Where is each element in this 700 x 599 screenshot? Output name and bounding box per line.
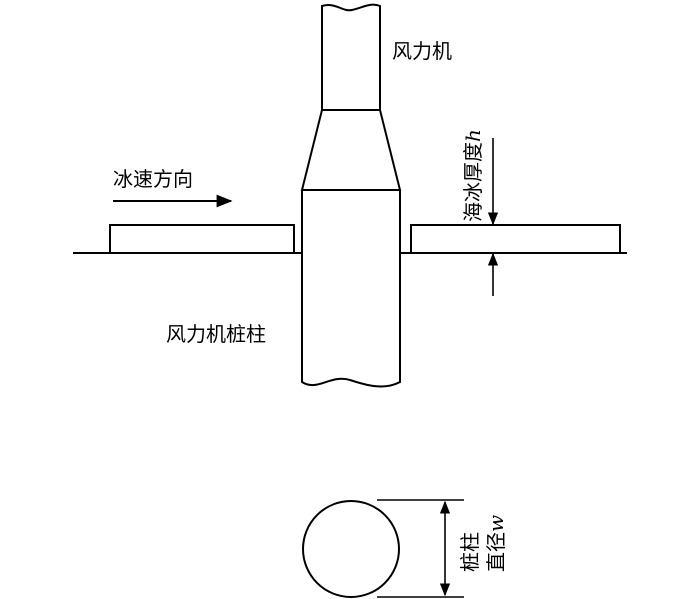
turbine-tower xyxy=(321,3,381,110)
ice-direction-label: 冰速方向 xyxy=(113,167,193,191)
pile-diameter-label-line1: 桩柱 xyxy=(458,532,482,572)
pile-cross-section xyxy=(302,500,400,598)
ice-sheet-right xyxy=(410,224,621,254)
ice-sheet-left xyxy=(109,224,295,254)
pile-diameter-label-line2: 直径w xyxy=(484,515,508,572)
pile-label: 风力机桩柱 xyxy=(166,322,266,346)
ice-thickness-label: 海冰厚度h xyxy=(461,129,485,222)
transition-piece xyxy=(300,109,402,191)
pile-column xyxy=(301,190,401,388)
turbine-label: 风力机 xyxy=(392,39,452,63)
